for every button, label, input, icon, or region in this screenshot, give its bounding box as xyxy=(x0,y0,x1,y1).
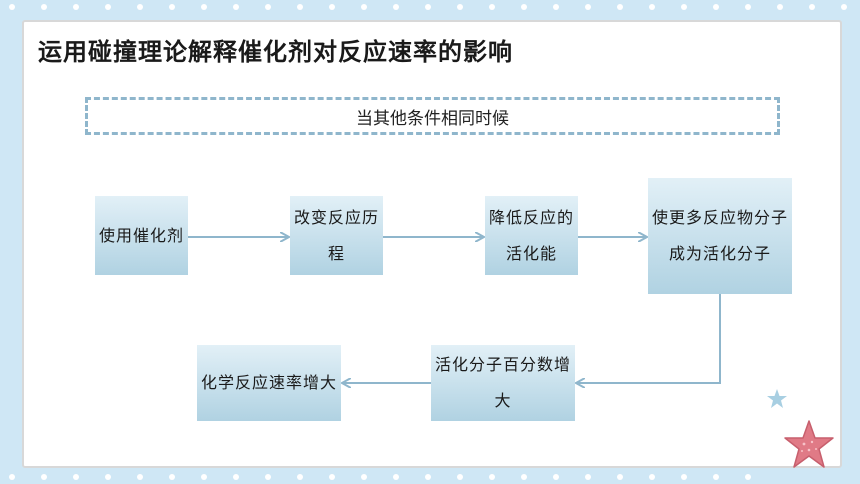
step-reaction-rate-increase: 化学反应速率增大 xyxy=(197,345,341,421)
step-use-catalyst: 使用催化剂 xyxy=(95,196,188,275)
step-label: 化学反应速率增大 xyxy=(201,373,338,392)
step-activated-percentage-increase: 活化分子百分数增大 xyxy=(431,345,575,421)
arrow-4-5 xyxy=(577,294,721,383)
bottom-dot-border xyxy=(9,474,751,480)
step-more-activated-molecules: 使更多反应物分子成为活化分子 xyxy=(648,178,792,294)
step-label: 降低反应的活化能 xyxy=(489,207,575,263)
step-change-pathway: 改变反应历程 xyxy=(290,196,383,275)
small-star-icon xyxy=(767,389,787,408)
condition-text: 当其他条件相同时候 xyxy=(356,108,509,129)
slide-title: 运用碰撞理论解释催化剂对反应速率的影响 xyxy=(38,38,513,66)
step-label: 使用催化剂 xyxy=(99,225,185,245)
condition-box: 当其他条件相同时候 xyxy=(85,97,780,135)
step-label: 使更多反应物分子成为活化分子 xyxy=(652,208,789,263)
step-label: 活化分子百分数增大 xyxy=(435,355,572,410)
step-lower-activation-energy: 降低反应的活化能 xyxy=(485,196,578,275)
star-icon xyxy=(784,420,834,468)
step-label: 改变反应历程 xyxy=(294,207,380,263)
top-dot-border xyxy=(9,4,847,10)
